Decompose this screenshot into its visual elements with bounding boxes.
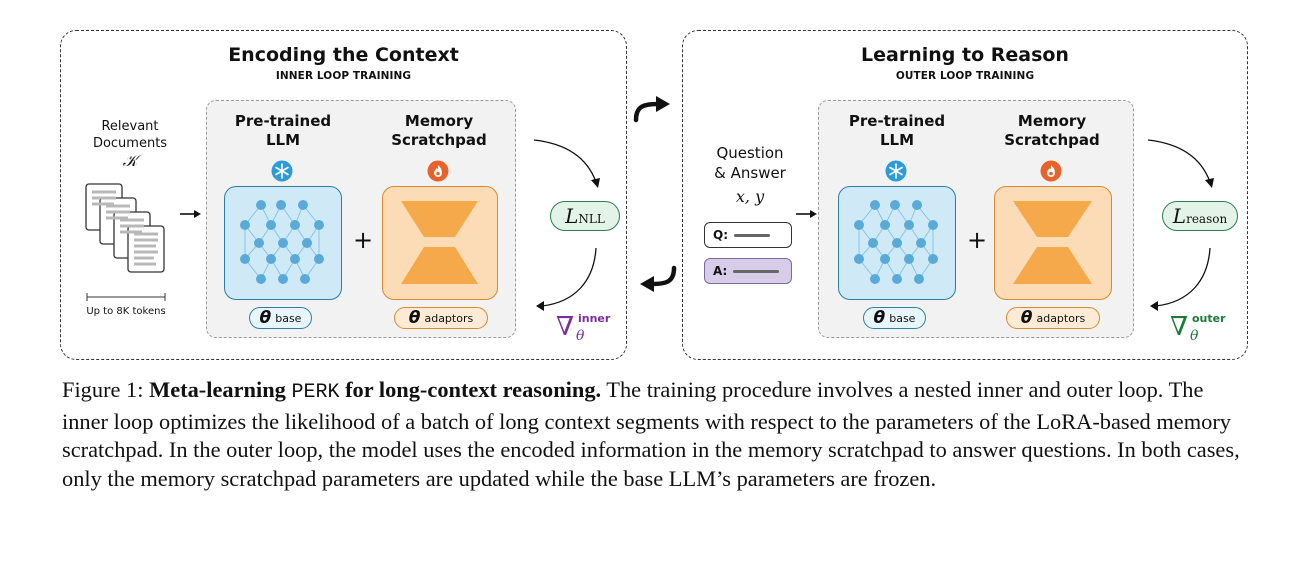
- theta-symbol: θ: [259, 308, 272, 328]
- lora-adapter-icon: [1013, 201, 1092, 284]
- loop-back-arrow: [640, 265, 677, 292]
- documents-arrow: [180, 210, 201, 218]
- nabla-symbol: ∇: [1170, 312, 1189, 342]
- memory-label-line2: Scratchpad: [1004, 131, 1100, 149]
- answer-box: A:: [704, 258, 792, 284]
- llm-label-line1: Pre-trained: [234, 112, 332, 130]
- neural-network-icon: [240, 200, 324, 284]
- nabla-symbol: ∇: [556, 312, 575, 342]
- caption-method-name: PERK: [291, 381, 340, 404]
- loss-letter: L: [1172, 204, 1187, 228]
- caption-bold-lead: Meta-learning: [149, 377, 292, 402]
- token-range-bracket: [86, 293, 166, 301]
- theta-base-sub: base: [889, 311, 916, 325]
- loss-letter: L: [565, 204, 579, 228]
- lora-adapter-icon: [401, 201, 478, 284]
- outer-loop-panel: [682, 30, 1248, 360]
- neural-network-icon: [854, 200, 938, 284]
- llm-label-line1: Pre-trained: [848, 112, 946, 130]
- fire-icon: [427, 160, 449, 182]
- documents-label-line2: Documents: [92, 136, 168, 151]
- inner-gradient: ∇ inner θ: [556, 312, 616, 352]
- documents-stack-icon: [85, 183, 165, 273]
- outer-loss-arrows: [1147, 139, 1214, 311]
- snowflake-icon: [271, 160, 293, 182]
- llm-network-tile: [838, 186, 956, 300]
- qa-symbol: x, y: [735, 187, 765, 206]
- plus-sign: +: [966, 226, 988, 254]
- inner-grad-sub: θ: [576, 328, 585, 344]
- theta-symbol: θ: [1020, 308, 1033, 328]
- memory-label: Memory Scratchpad: [992, 112, 1112, 150]
- caption-prefix: Figure 1:: [62, 377, 150, 402]
- figure-caption: Figure 1: Meta-learning PERK for long-co…: [62, 376, 1252, 493]
- a-tag: A:: [713, 264, 728, 278]
- llm-network-tile: [224, 186, 342, 300]
- theta-symbol: θ: [408, 308, 421, 328]
- documents-label: Relevant Documents 𝒦: [80, 118, 180, 169]
- documents-symbol: 𝒦: [122, 151, 138, 170]
- memory-label-line1: Memory: [1017, 112, 1087, 130]
- loop-forward-arrow: [633, 96, 670, 123]
- documents-label-line1: Relevant: [101, 119, 159, 134]
- inner-loop-subtitle: INNER LOOP TRAINING: [275, 70, 412, 82]
- outer-loop-subtitle: OUTER LOOP TRAINING: [895, 70, 1035, 82]
- loss-sub: NLL: [578, 212, 605, 226]
- question-box: Q:: [704, 222, 792, 248]
- memory-label: Memory Scratchpad: [380, 112, 498, 150]
- plus-sign: +: [352, 226, 374, 254]
- qa-label: Question & Answer x, y: [700, 143, 800, 207]
- theta-base-sub: base: [275, 311, 302, 325]
- caption-body: The training procedure involves a nested…: [62, 377, 1240, 491]
- theta-adaptors-sub: adaptors: [1036, 311, 1086, 325]
- memory-scratchpad-tile: [382, 186, 498, 300]
- outer-grad-sub: θ: [1190, 328, 1199, 344]
- llm-label: Pre-trained LLM: [838, 112, 956, 150]
- llm-label-line2: LLM: [265, 131, 301, 149]
- theta-adaptors-sub: adaptors: [424, 311, 474, 325]
- tokens-label: Up to 8K tokens: [86, 306, 166, 317]
- llm-label-line2: LLM: [879, 131, 915, 149]
- inner-loss-arrows: [533, 139, 600, 311]
- memory-label-line2: Scratchpad: [391, 131, 487, 149]
- qa-label-line2: & Answer: [714, 164, 786, 182]
- inner-loop-title: Encoding the Context: [228, 44, 459, 66]
- memory-scratchpad-tile: [994, 186, 1112, 300]
- memory-label-line1: Memory: [404, 112, 474, 130]
- outer-gradient: ∇ outer θ: [1170, 312, 1230, 352]
- caption-bold-title: for long-context reasoning.: [339, 377, 602, 402]
- inner-loop-panel: [60, 30, 627, 360]
- llm-label: Pre-trained LLM: [226, 112, 340, 150]
- qa-label-line1: Question: [716, 144, 784, 162]
- loss-sub: reason: [1186, 212, 1228, 226]
- qa-arrow: [796, 210, 817, 218]
- outer-loop-title: Learning to Reason: [861, 44, 1069, 66]
- inner-grad-sup: inner: [578, 312, 611, 325]
- snowflake-icon: [885, 160, 907, 182]
- outer-grad-sup: outer: [1192, 312, 1226, 325]
- q-tag: Q:: [713, 228, 728, 242]
- fire-icon: [1040, 160, 1062, 182]
- theta-symbol: θ: [873, 308, 886, 328]
